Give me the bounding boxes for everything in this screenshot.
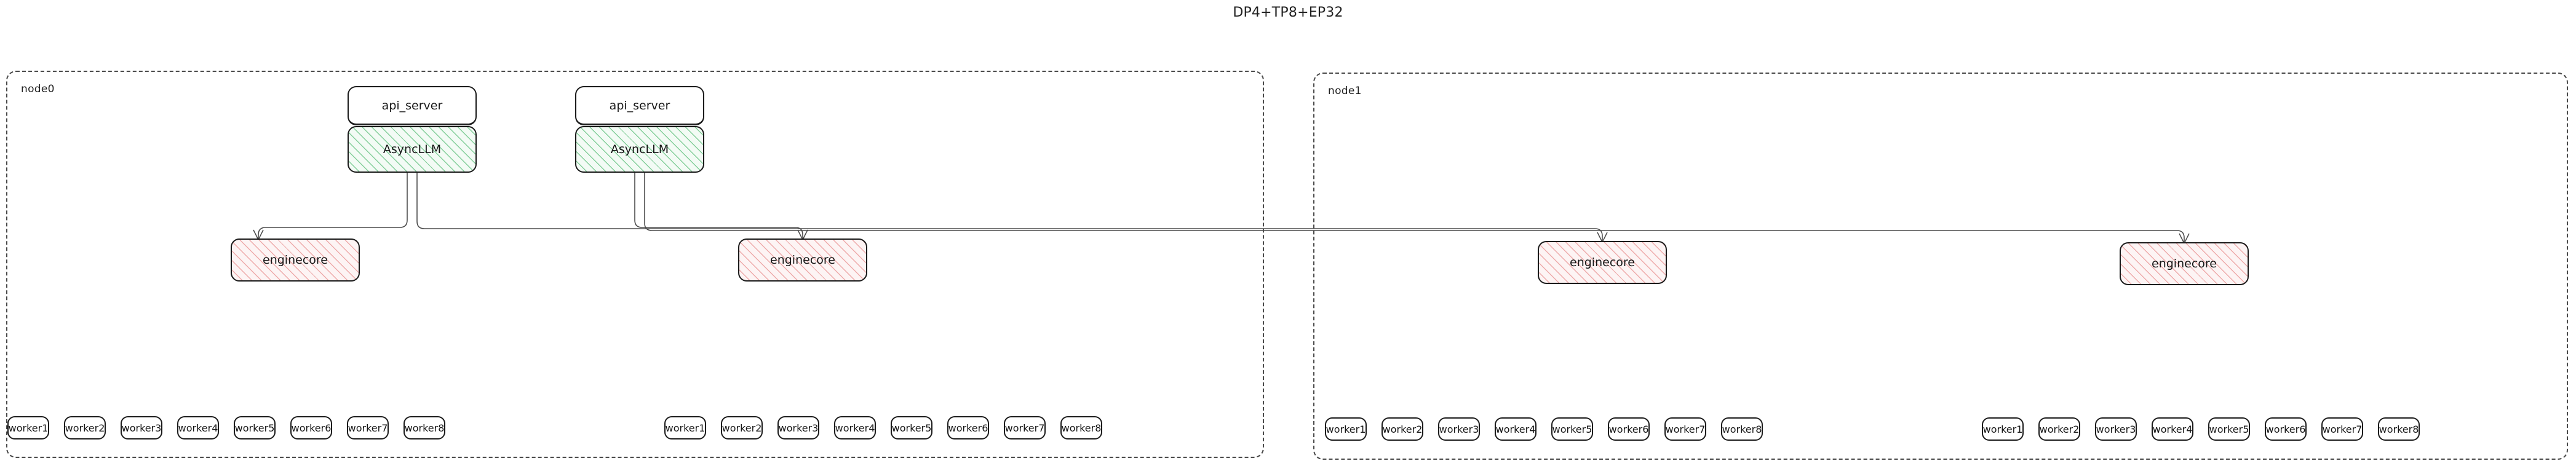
worker-box[interactable]: worker2 [721,416,763,439]
worker-box[interactable]: worker1 [1325,417,1367,441]
worker-box[interactable]: worker2 [64,416,106,439]
worker-label: worker7 [1665,423,1706,435]
worker-box[interactable]: worker5 [2208,417,2250,441]
worker-box[interactable]: worker7 [2321,417,2363,441]
worker-label: worker2 [1382,423,1423,435]
cluster-label-node0: node0 [21,83,55,95]
worker-label: worker2 [2039,423,2080,435]
worker-label: worker3 [2096,423,2136,435]
asyncllm-box-1[interactable]: AsyncLLM [348,126,477,173]
worker-box[interactable]: worker3 [777,416,819,439]
worker-box[interactable]: worker1 [664,416,706,439]
worker-label: worker5 [234,422,275,434]
worker-label: worker8 [1061,422,1102,434]
cluster-node0: node0 [6,71,1264,458]
asyncllm-label-2: AsyncLLM [610,143,669,156]
worker-label: worker4 [178,422,218,434]
enginecore-label-4: enginecore [2152,257,2217,270]
worker-label: worker8 [2379,423,2419,435]
worker-label: worker8 [404,422,445,434]
worker-box[interactable]: worker7 [1664,417,1706,441]
worker-label: worker1 [665,422,706,434]
worker-label: worker8 [1722,423,1762,435]
worker-box[interactable]: worker2 [2038,417,2080,441]
worker-box[interactable]: worker6 [290,416,332,439]
enginecore-box-1[interactable]: enginecore [231,238,360,282]
enginecore-box-2[interactable]: enginecore [738,238,867,282]
cluster-label-node1: node1 [1328,85,1362,97]
asyncllm-box-2[interactable]: AsyncLLM [575,126,704,173]
worker-box[interactable]: worker8 [1060,416,1102,439]
enginecore-label-3: enginecore [1570,256,1635,269]
worker-box[interactable]: worker3 [2095,417,2137,441]
worker-label: worker4 [2152,423,2193,435]
worker-label: worker7 [348,422,388,434]
cluster-node1: node1 [1313,73,2568,460]
worker-box[interactable]: worker5 [1551,417,1593,441]
worker-box[interactable]: worker8 [403,416,445,439]
page-title: DP4+TP8+EP32 [1233,5,1343,20]
enginecore-label-1: enginecore [263,253,328,267]
worker-box[interactable]: worker4 [177,416,219,439]
worker-box[interactable]: worker6 [947,416,989,439]
worker-label: worker5 [891,422,932,434]
worker-box[interactable]: worker7 [347,416,389,439]
worker-label: worker6 [1608,423,1649,435]
worker-box[interactable]: worker5 [891,416,932,439]
worker-box[interactable]: worker3 [1438,417,1480,441]
api-server-label-1: api_server [381,98,443,112]
worker-box[interactable]: worker5 [234,416,276,439]
worker-label: worker3 [121,422,162,434]
worker-box[interactable]: worker1 [7,416,49,439]
worker-box[interactable]: worker2 [1381,417,1423,441]
worker-label: worker3 [778,422,819,434]
worker-label: worker4 [835,422,875,434]
worker-label: worker6 [291,422,332,434]
worker-label: worker1 [1326,423,1366,435]
worker-box[interactable]: worker4 [2152,417,2193,441]
worker-label: worker6 [2265,423,2306,435]
worker-label: worker4 [1495,423,1536,435]
worker-label: worker5 [1552,423,1592,435]
api-server-box-2[interactable]: api_server [575,86,704,125]
api-server-box-1[interactable]: api_server [348,86,477,125]
worker-box[interactable]: worker4 [1495,417,1536,441]
worker-label: worker5 [2209,423,2249,435]
worker-label: worker7 [2322,423,2363,435]
worker-label: worker1 [8,422,49,434]
enginecore-box-4[interactable]: enginecore [2120,242,2249,285]
worker-box[interactable]: worker8 [1721,417,1763,441]
worker-box[interactable]: worker6 [2265,417,2307,441]
worker-box[interactable]: worker8 [2378,417,2420,441]
worker-label: worker3 [1439,423,1479,435]
asyncllm-label-1: AsyncLLM [383,143,442,156]
worker-box[interactable]: worker4 [834,416,876,439]
worker-label: worker2 [65,422,105,434]
worker-box[interactable]: worker6 [1608,417,1650,441]
worker-label: worker7 [1004,422,1045,434]
worker-label: worker2 [722,422,762,434]
worker-box[interactable]: worker3 [121,416,162,439]
api-server-label-2: api_server [609,98,670,112]
worker-box[interactable]: worker1 [1982,417,2024,441]
worker-label: worker6 [948,422,988,434]
worker-label: worker1 [1982,423,2023,435]
worker-box[interactable]: worker7 [1004,416,1046,439]
enginecore-box-3[interactable]: enginecore [1538,241,1667,284]
enginecore-label-2: enginecore [770,253,835,267]
